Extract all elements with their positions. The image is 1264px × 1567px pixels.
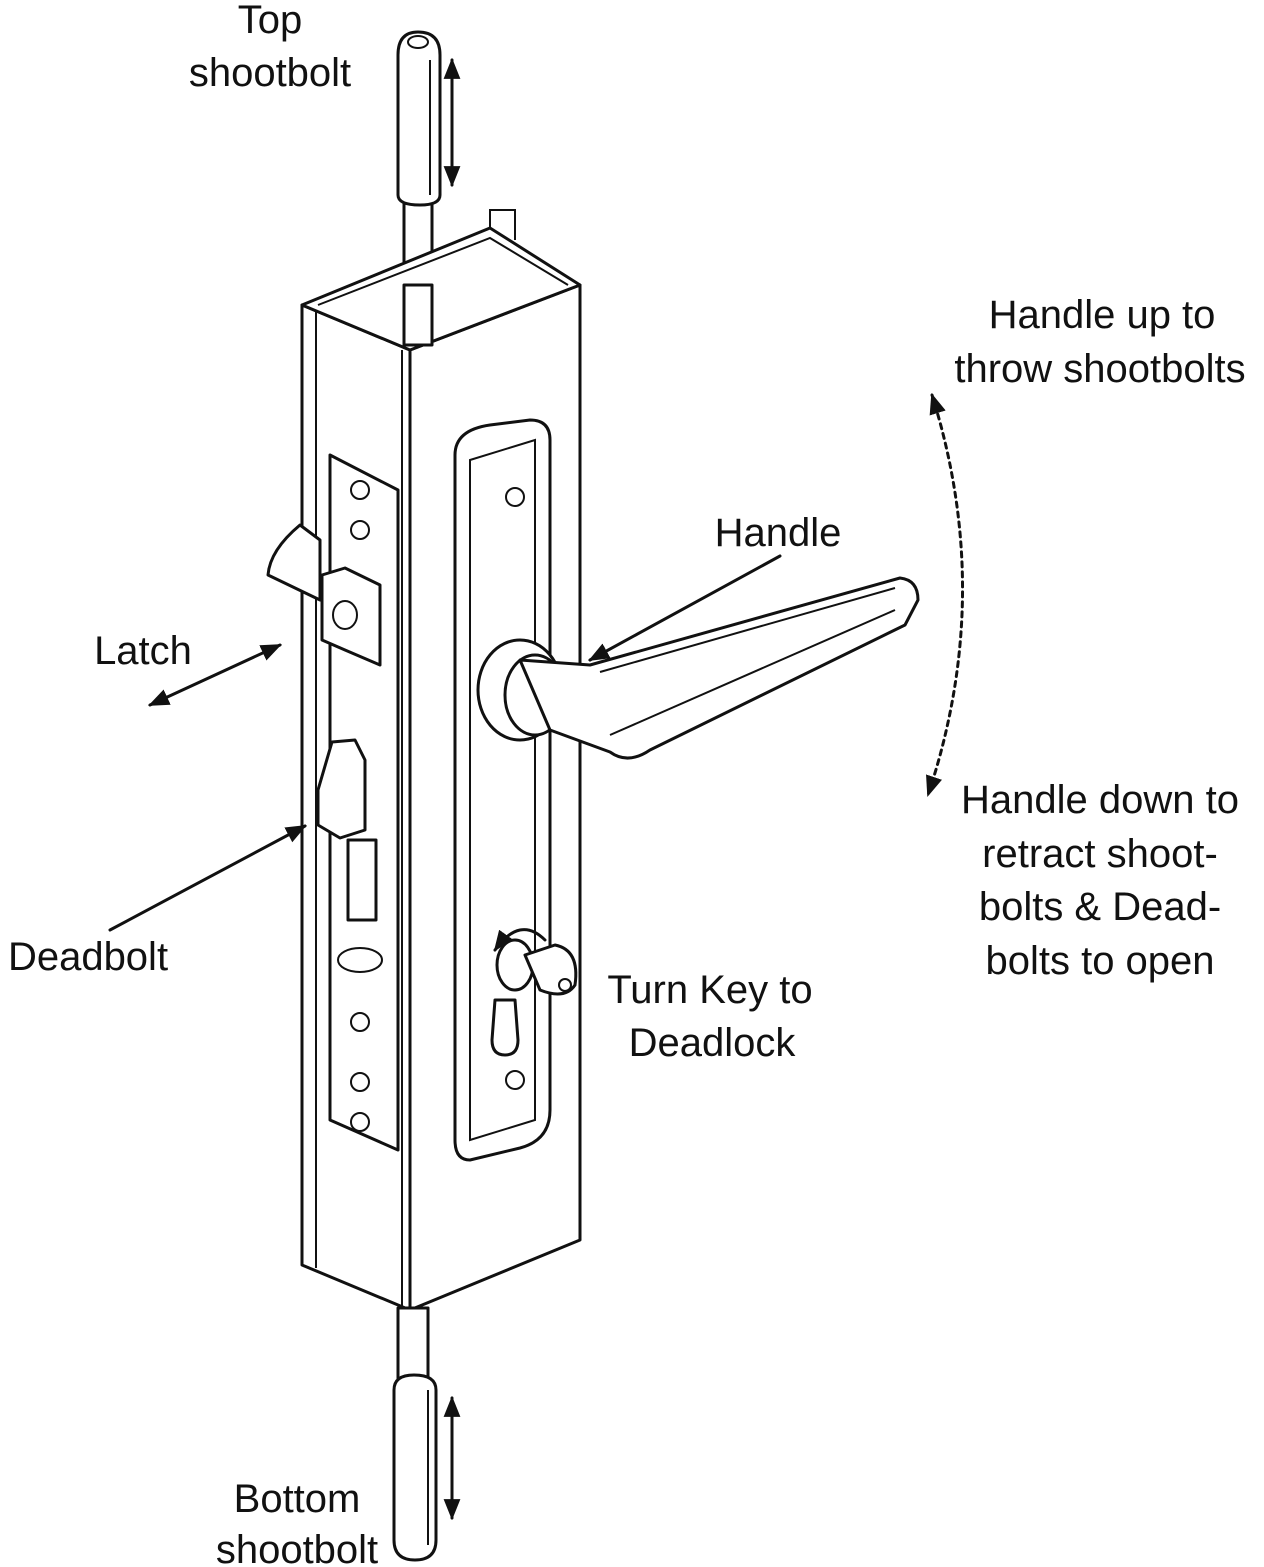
handle-lever [476,576,920,760]
latch-arrow [148,643,282,707]
handle-rotation-arc [926,392,965,797]
bottom-shootbolt [392,1306,438,1562]
label-bottom-shootbolt-1: Bottom [234,1477,361,1521]
label-turn-key-1: Turn Key to [607,968,812,1012]
label-handle-down-3: bolts & Dead- [979,885,1221,929]
key-cylinder [490,928,578,1057]
label-turn-key-2: Deadlock [629,1021,797,1065]
deadbolt [316,738,378,922]
deadbolt-arrow [108,824,307,932]
brand-logo [337,947,383,973]
label-handle-down-2: retract shoot- [982,832,1218,876]
label-handle: Handle [715,511,842,555]
label-top-shootbolt-2: shootbolt [189,51,351,95]
label-handle-up-1: Handle up to [989,293,1216,337]
label-bottom-shootbolt-2: shootbolt [216,1528,378,1567]
label-deadbolt: Deadbolt [8,935,168,979]
latch [266,523,382,667]
label-top-shootbolt-1: Top [238,0,303,42]
label-latch: Latch [94,629,192,673]
handle-arrow [588,554,782,662]
label-handle-up-2: throw shootbolts [954,347,1245,391]
label-handle-down-1: Handle down to [961,778,1239,822]
label-handle-down-4: bolts to open [985,939,1214,983]
